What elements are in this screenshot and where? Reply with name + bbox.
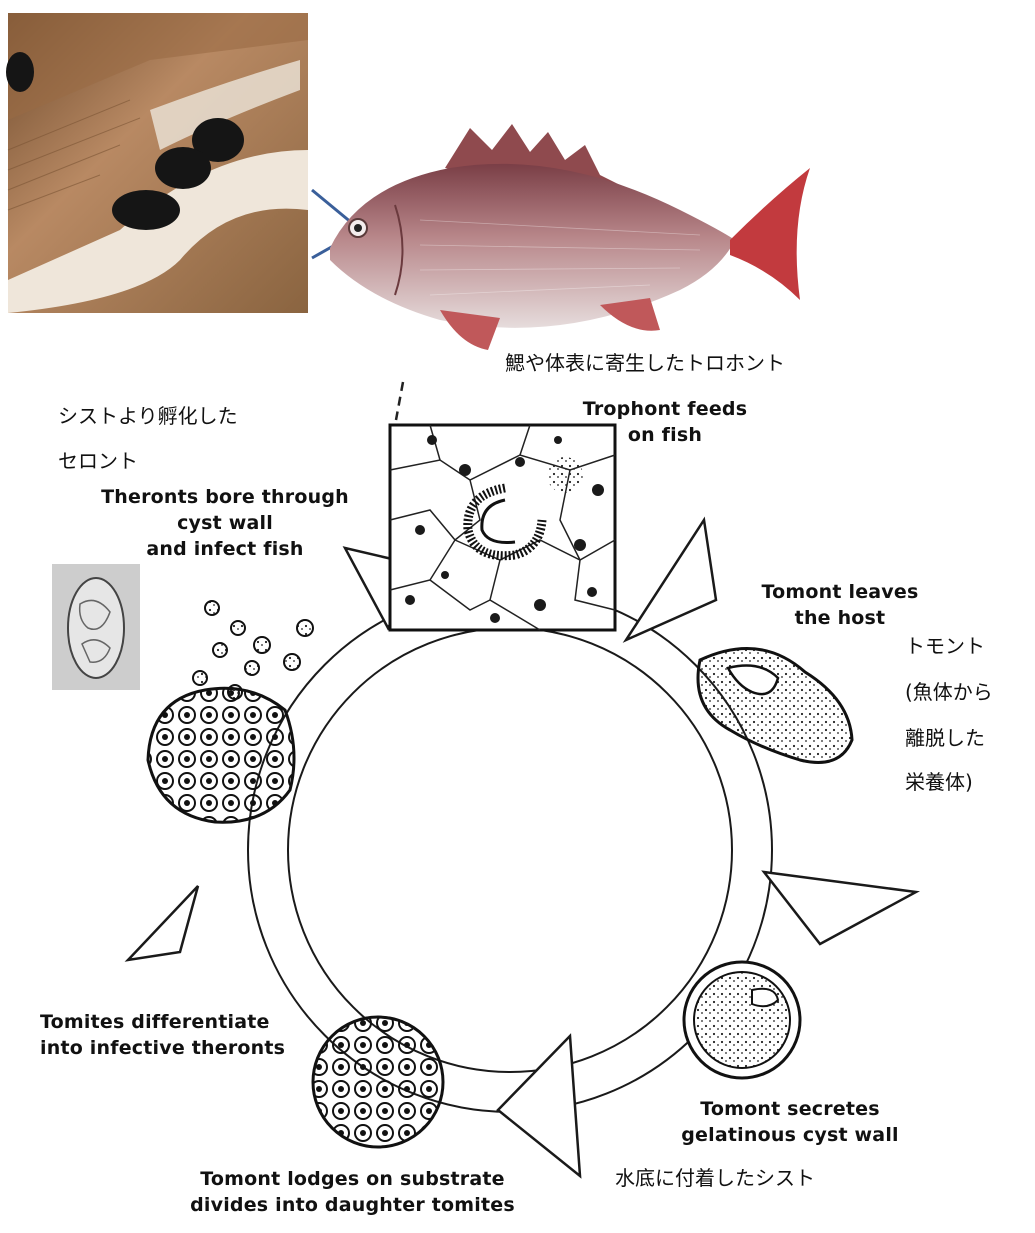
dashed-indicator [396,382,403,420]
theront-japanese-line-1: シストより孵化した [58,404,238,429]
red-sea-bream-fish [330,124,810,350]
tomites-differentiate-line-2: into infective theronts [40,1037,285,1061]
gelatinous-cyst [684,962,800,1078]
arrowhead-to-theronts [128,886,198,960]
theronts-bore-line-3: and infect fish [80,538,370,562]
trophont-japanese-label: 鰓や体表に寄生したトロホント [505,351,785,376]
trophont-tissue-box [390,425,615,630]
gill-tissue-photo [6,13,308,313]
tomont-lodges-line-1: Tomont lodges on substrate [170,1168,535,1192]
trophont-feeds-line-1: Trophont feeds [560,398,770,422]
cyst-japanese-label: 水底に付着したシスト [615,1166,815,1191]
theront-micrograph [52,564,140,690]
tomont-leaves-line-1: Tomont leaves [745,581,935,605]
trophont-feeds-line-2: on fish [560,424,770,448]
tomont-leaves-line-2: the host [745,607,935,631]
tomont-japanese-line-3: 離脱した [905,726,985,751]
tomont-japanese-line-4: 栄養体) [905,770,973,795]
tomont-secretes-line-2: gelatinous cyst wall [665,1124,915,1148]
tomont-japanese-line-2: (魚体から [905,680,993,705]
arrowhead-to-tomont [626,520,716,640]
theronts-bore-line-2: cyst wall [80,512,370,536]
arrowhead-to-tomites [498,1036,580,1176]
tomont-lodges-line-2: divides into daughter tomites [170,1194,535,1218]
theronts-bore-line-1: Theronts bore through [80,486,370,510]
arrowhead-to-cyst [764,872,916,944]
theront-japanese-line-2: セロント [58,449,138,474]
dividing-tomont-cyst [313,1017,443,1147]
tomont-secretes-line-1: Tomont secretes [665,1098,915,1122]
tomont-leaving-host [698,648,852,762]
tomites-differentiate-line-1: Tomites differentiate [40,1011,270,1035]
tomont-japanese-line-1: トモント [905,634,985,659]
